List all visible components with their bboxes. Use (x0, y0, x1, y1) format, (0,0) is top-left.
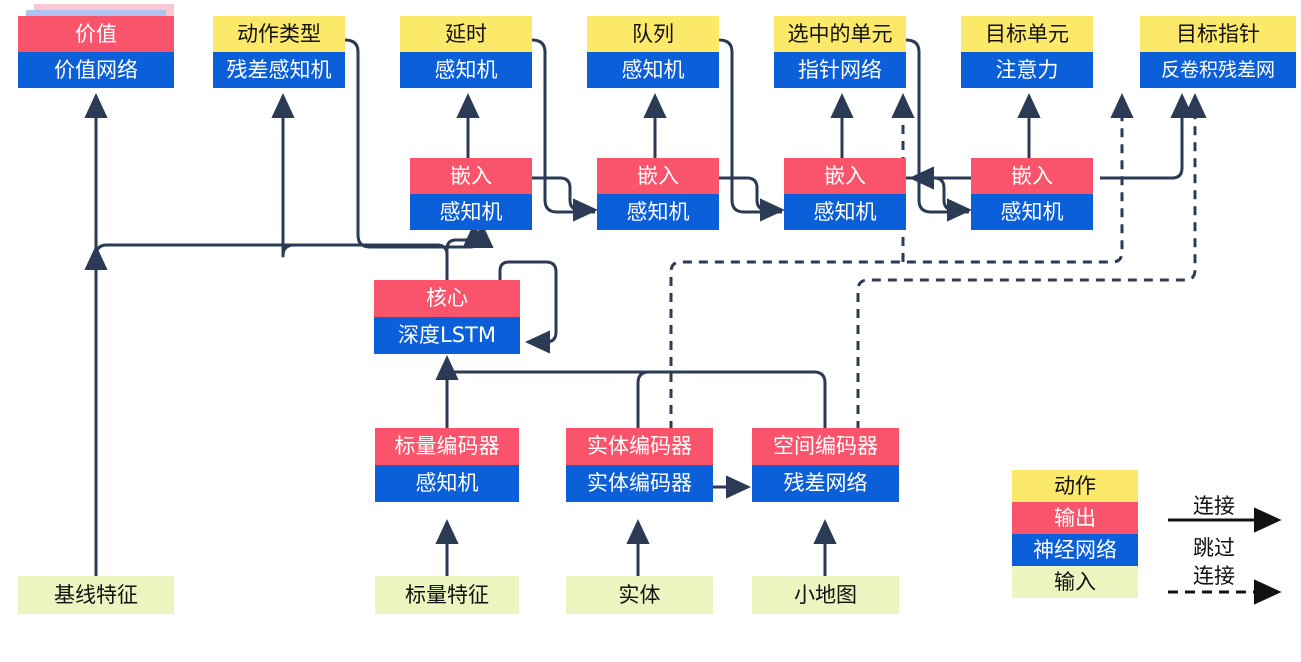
legend-item-output: 输出 (1012, 502, 1138, 534)
node-scalar-encoder-head: 标量编码器 (375, 428, 519, 465)
legend-item-network: 神经网络 (1012, 534, 1138, 566)
node-input-minimap[interactable]: 小地图 (752, 576, 899, 614)
node-spatial-encoder[interactable]: 空间编码器 残差网络 (752, 428, 899, 502)
node-target-point-net: 反卷积残差网 (1140, 52, 1296, 88)
node-core[interactable]: 核心 深度LSTM (374, 280, 520, 354)
node-scalar-encoder-net: 感知机 (375, 465, 519, 502)
node-embedding-1[interactable]: 嵌入 感知机 (410, 158, 532, 230)
node-delay[interactable]: 延时 感知机 (400, 16, 532, 88)
node-target-unit-net: 注意力 (961, 52, 1093, 88)
legend-skip-label-line2: 连接 (1193, 564, 1235, 588)
node-input-entities-label: 实体 (566, 576, 713, 614)
node-entity-encoder-net: 实体编码器 (566, 465, 713, 502)
node-embedding-3[interactable]: 嵌入 感知机 (784, 158, 906, 230)
node-queue-net: 感知机 (587, 52, 719, 88)
node-entity-encoder[interactable]: 实体编码器 实体编码器 (566, 428, 713, 502)
node-input-scalar-features[interactable]: 标量特征 (375, 576, 519, 614)
node-input-entities[interactable]: 实体 (566, 576, 713, 614)
node-core-head: 核心 (374, 280, 520, 317)
node-embedding-1-head: 嵌入 (410, 158, 532, 194)
node-target-point-head: 目标指针 (1140, 16, 1296, 52)
node-spatial-encoder-head: 空间编码器 (752, 428, 899, 465)
node-core-net: 深度LSTM (374, 317, 520, 354)
node-target-unit-head: 目标单元 (961, 16, 1093, 52)
node-entity-encoder-head: 实体编码器 (566, 428, 713, 465)
node-input-scalar-features-label: 标量特征 (375, 576, 519, 614)
node-embedding-3-head: 嵌入 (784, 158, 906, 194)
node-delay-head: 延时 (400, 16, 532, 52)
node-action-type-head: 动作类型 (213, 16, 345, 52)
node-input-minimap-label: 小地图 (752, 576, 899, 614)
legend-item-input: 输入 (1012, 566, 1138, 598)
node-spatial-encoder-net: 残差网络 (752, 465, 899, 502)
node-scalar-encoder[interactable]: 标量编码器 感知机 (375, 428, 519, 502)
node-action-type-net: 残差感知机 (213, 52, 345, 88)
node-delay-net: 感知机 (400, 52, 532, 88)
node-embedding-1-net: 感知机 (410, 194, 532, 230)
node-queue-head: 队列 (587, 16, 719, 52)
legend-connect-label: 连接 (1193, 494, 1235, 518)
node-target-unit[interactable]: 目标单元 注意力 (961, 16, 1093, 88)
node-value-head: 价值 (18, 16, 174, 52)
node-action-type[interactable]: 动作类型 残差感知机 (213, 16, 345, 88)
legend-skip-label-line1: 跳过 (1193, 536, 1235, 560)
node-selected-units-head: 选中的单元 (774, 16, 906, 52)
node-embedding-4-head: 嵌入 (971, 158, 1093, 194)
node-embedding-4-net: 感知机 (971, 194, 1093, 230)
legend-swatch-stack: 动作 输出 神经网络 输入 (1012, 470, 1138, 598)
node-input-baseline-features[interactable]: 基线特征 (18, 576, 174, 614)
node-embedding-2-net: 感知机 (597, 194, 719, 230)
node-target-point[interactable]: 目标指针 反卷积残差网 (1140, 16, 1296, 88)
node-embedding-3-net: 感知机 (784, 194, 906, 230)
node-embedding-2[interactable]: 嵌入 感知机 (597, 158, 719, 230)
node-embedding-2-head: 嵌入 (597, 158, 719, 194)
node-selected-units[interactable]: 选中的单元 指针网络 (774, 16, 906, 88)
node-queue[interactable]: 队列 感知机 (587, 16, 719, 88)
node-value-net: 价值网络 (18, 52, 174, 88)
node-selected-units-net: 指针网络 (774, 52, 906, 88)
node-input-baseline-features-label: 基线特征 (18, 576, 174, 614)
node-value[interactable]: 价值 价值网络 (18, 16, 174, 88)
legend-item-action: 动作 (1012, 470, 1138, 502)
node-embedding-4[interactable]: 嵌入 感知机 (971, 158, 1093, 230)
